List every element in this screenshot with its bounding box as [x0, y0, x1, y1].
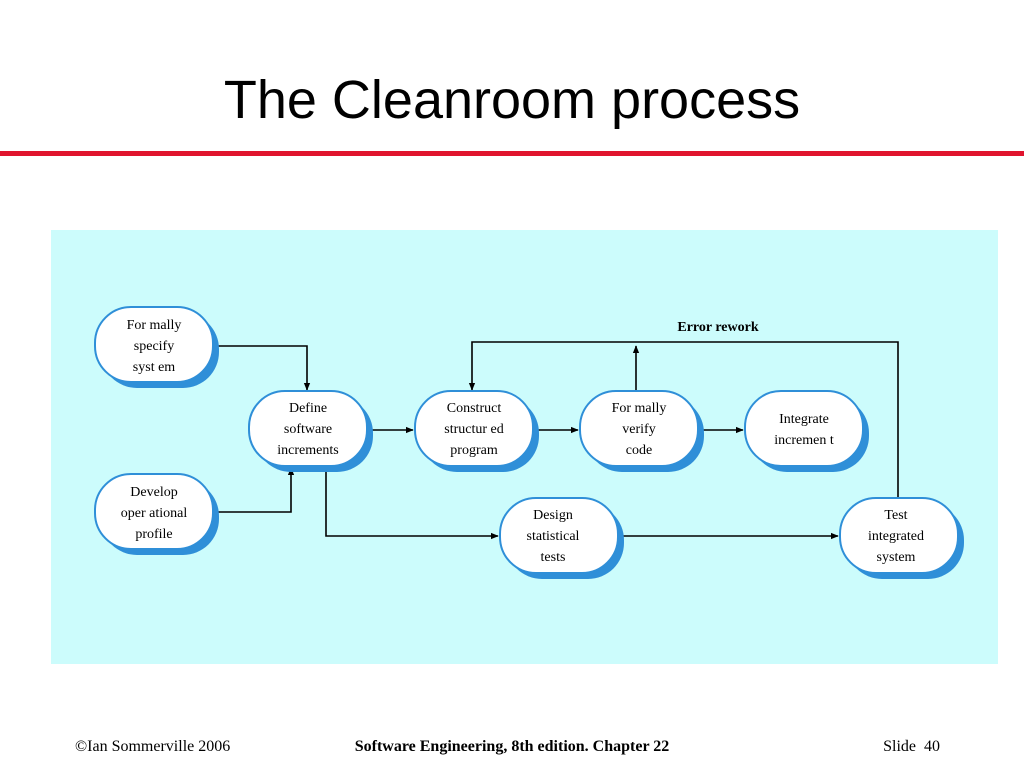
node-label-line: integrated — [868, 529, 924, 544]
node-label-line: profile — [135, 527, 172, 542]
edge-specify-to-define — [212, 345, 311, 391]
node-formally-specify-system: For mally specify syst em — [94, 306, 219, 388]
node-formally-verify-code: For mally verify code — [579, 390, 704, 472]
node-define-software-increments: Define software increments — [248, 390, 373, 472]
node-develop-operational-profile: Develop oper ational profile — [94, 473, 219, 555]
node-label-line: For mally — [127, 318, 182, 333]
node-label-line: structur ed — [444, 422, 503, 437]
node-label-line: system — [877, 550, 916, 565]
node-label-line: Develop — [130, 485, 177, 500]
node-label-line: Design — [533, 508, 573, 523]
edge-define-to-design-tests — [325, 466, 499, 540]
node-label-line: Test — [884, 508, 907, 523]
node-label-line: specify — [134, 339, 174, 354]
node-label-line: Integrate — [779, 412, 829, 427]
edge-error-rework-loop — [468, 341, 899, 498]
diagram-edges — [212, 341, 899, 540]
node-label-line: software — [284, 422, 332, 437]
node-label-line: increments — [277, 443, 338, 458]
footer-slide-number: Slide 40 — [883, 738, 940, 756]
slide-number: 40 — [924, 738, 940, 755]
title-divider — [0, 151, 1024, 156]
node-label-line: statistical — [527, 529, 580, 544]
node-integrate-increment: Integrate incremen t — [744, 390, 869, 472]
node-label-line: verify — [622, 422, 655, 437]
slide-title: The Cleanroom process — [223, 70, 801, 130]
node-label-line: Define — [289, 401, 327, 416]
node-label-line: Construct — [447, 401, 502, 416]
node-label-line: For mally — [612, 401, 667, 416]
node-label-line: program — [450, 443, 498, 458]
node-label-line: syst em — [133, 360, 176, 375]
edge-profile-to-define — [214, 467, 295, 513]
footer-copyright: ©Ian Sommerville 2006 — [75, 738, 231, 755]
node-construct-structured-program: Construct structur ed program — [414, 390, 539, 472]
slide-label: Slide — [883, 738, 916, 755]
footer-book-title: Software Engineering, 8th edition. Chapt… — [354, 738, 670, 755]
node-label-line: code — [626, 443, 652, 458]
node-label-line: tests — [541, 550, 566, 565]
node-design-statistical-tests: Design statistical tests — [499, 497, 624, 579]
node-test-integrated-system: Test integrated system — [839, 497, 964, 579]
node-label-line: incremen t — [774, 433, 834, 448]
error-rework-label: Error rework — [677, 320, 758, 335]
node-label-line: oper ational — [121, 506, 188, 521]
